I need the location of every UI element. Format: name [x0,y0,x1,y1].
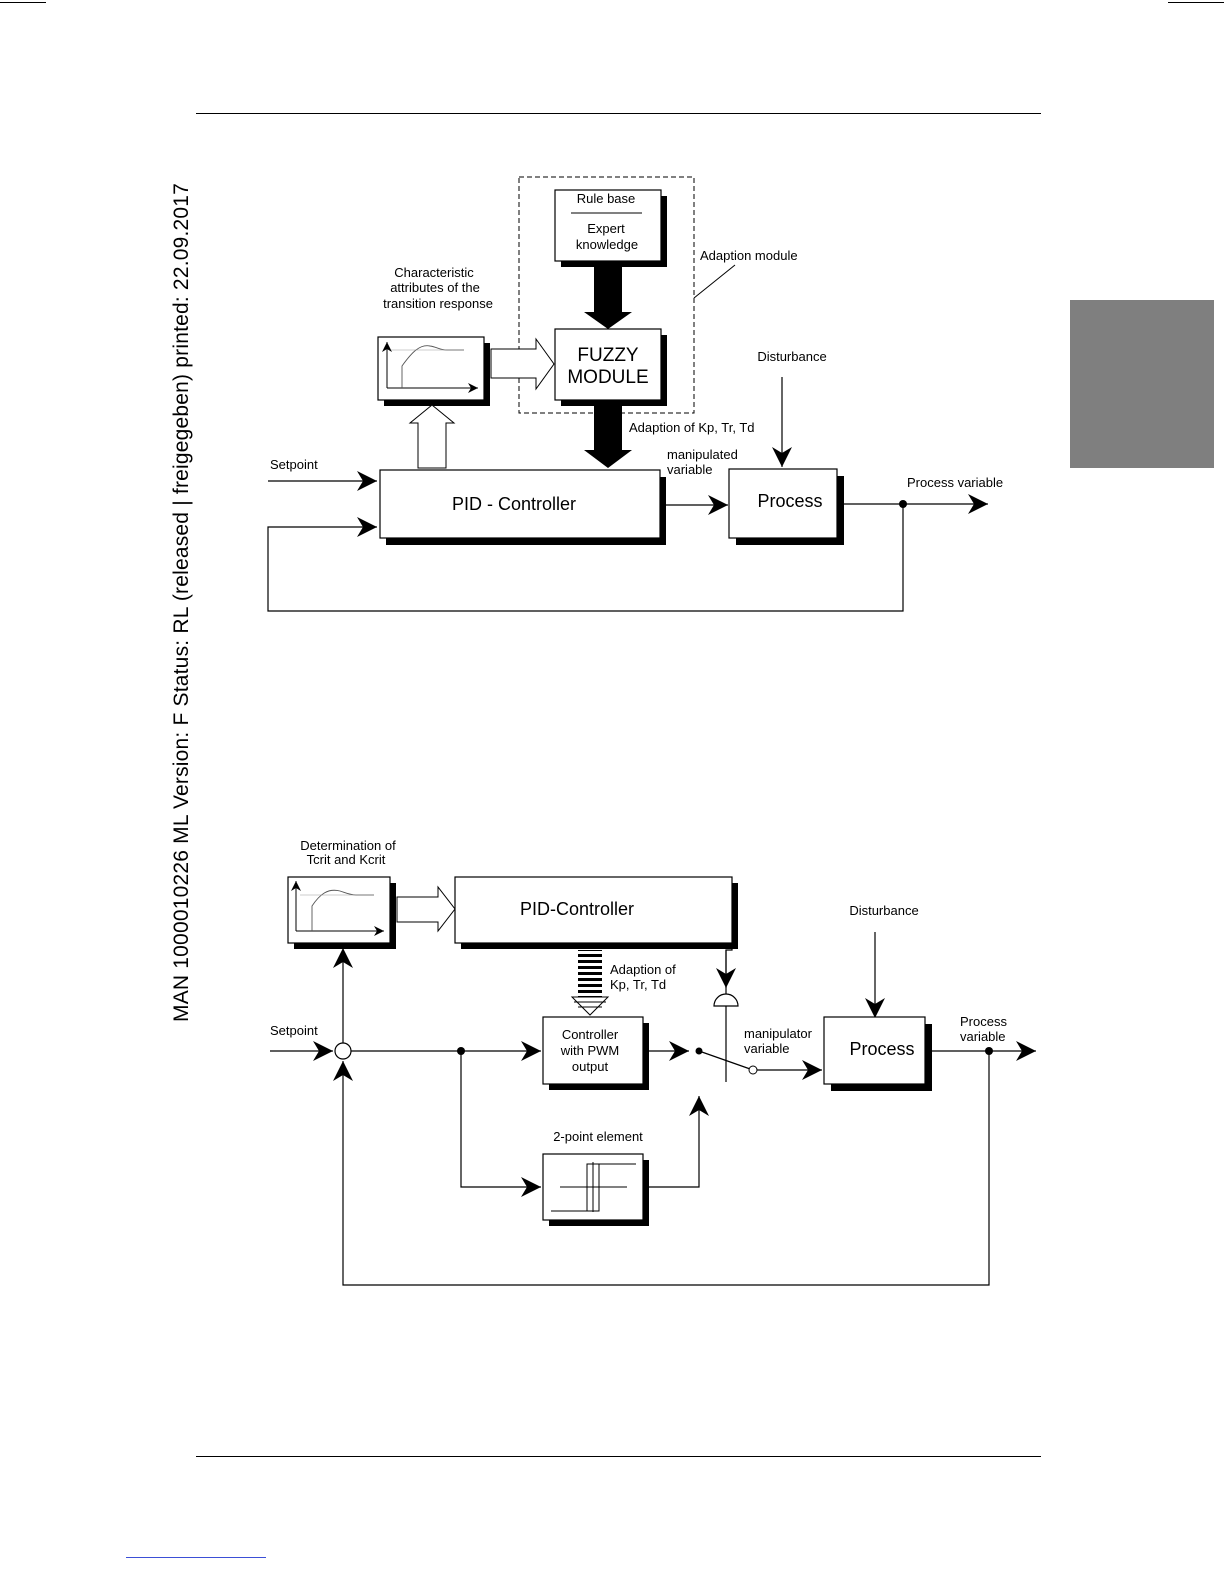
process-box-2 [823,1016,926,1085]
feedback-loop [267,504,904,612]
pwm-label-2: with PWM [560,1043,620,1058]
summing-junction [334,1042,352,1060]
self-tuning-pid-diagram: Determination of Tcrit and Kcrit PID-Con… [270,838,1036,1286]
adaption-kp-label: Adaption of Kp, Tr, Td [629,420,755,435]
feedback-loop-2 [333,1051,990,1286]
process-variable-label-2: variable [960,1029,1006,1044]
process-variable-label: Process variable [907,475,1003,490]
transition-response-box [377,336,485,401]
footer-link-underline [126,1557,266,1558]
char-label-3: transition response [383,296,493,311]
two-point-label: 2-point element [553,1129,643,1144]
pid-controller-box-2 [454,876,733,944]
disturbance-label: Disturbance [757,349,826,364]
feedback-junction-dot [899,500,907,508]
fuzzy-module-box [554,328,662,401]
manipulated-label-1: manipulated [667,447,738,462]
pwm-controller-box [542,1016,644,1085]
header-rule [196,113,1041,114]
expert-label-2: knowledge [576,237,638,252]
process-label: Process [757,491,822,511]
char-to-fuzzy-arrow [490,337,555,391]
rule-base-label: Rule base [577,191,636,206]
switch-actuator-symbol [713,993,739,1007]
pid-controller-label-2: PID-Controller [520,899,634,919]
adaption-label-1: Adaption of [610,962,676,977]
adaption-striped-head [570,996,610,1016]
determination-to-pid-arrow [396,885,456,933]
process-box [728,468,838,539]
pid-controller-label: PID - Controller [452,494,576,514]
determination-label-2: Tcrit and Kcrit [307,852,386,867]
fuzzy-to-pid-arrow [584,403,632,468]
adaption-module-label: Adaption module [700,248,798,263]
char-label-1: Characteristic [394,265,474,280]
process-label-2: Process [849,1039,914,1059]
rule-to-fuzzy-arrow [584,264,632,329]
pwm-label-1: Controller [562,1027,619,1042]
adaption-label-2: Kp, Tr, Td [610,977,666,992]
disturbance-label-2: Disturbance [849,903,918,918]
branch-to-two-point-arrow [460,1051,541,1197]
pid-to-char-arrow [408,404,456,469]
switch-output-contact [748,1065,758,1075]
corner-mark-left [0,2,46,3]
adaption-module-leader [693,264,736,299]
determination-box [287,876,391,944]
adaption-striped-shaft [578,950,602,998]
manipulator-label-1: manipulator [744,1026,813,1041]
chapter-tab [1070,300,1214,468]
hysteresis-curve [551,1163,636,1212]
manipulator-label-2: variable [744,1041,790,1056]
fuzzy-label-1: FUZZY [577,345,639,366]
setpoint-label: Setpoint [270,457,318,472]
char-label-2: attributes of the [390,280,480,295]
manipulated-label-2: variable [667,462,713,477]
fuzzy-adaptive-pid-diagram: Adaption module Rule base Expert knowled… [267,176,1003,612]
footer-rule [196,1456,1041,1457]
step-response-curve [401,345,464,388]
fuzzy-label-2: MODULE [567,367,648,388]
determination-label-1: Determination of [300,838,396,853]
process-variable-label-1: Process [960,1014,1007,1029]
corner-mark-right [1168,2,1224,3]
rule-base-box [554,189,662,262]
pwm-label-3: output [572,1059,609,1074]
setpoint-label-2: Setpoint [270,1023,318,1038]
pid-to-switch-actuator [725,943,733,1082]
pid-controller-box [379,469,661,539]
two-point-to-switch-arrow [649,1096,709,1188]
expert-label-1: Expert [587,221,625,236]
